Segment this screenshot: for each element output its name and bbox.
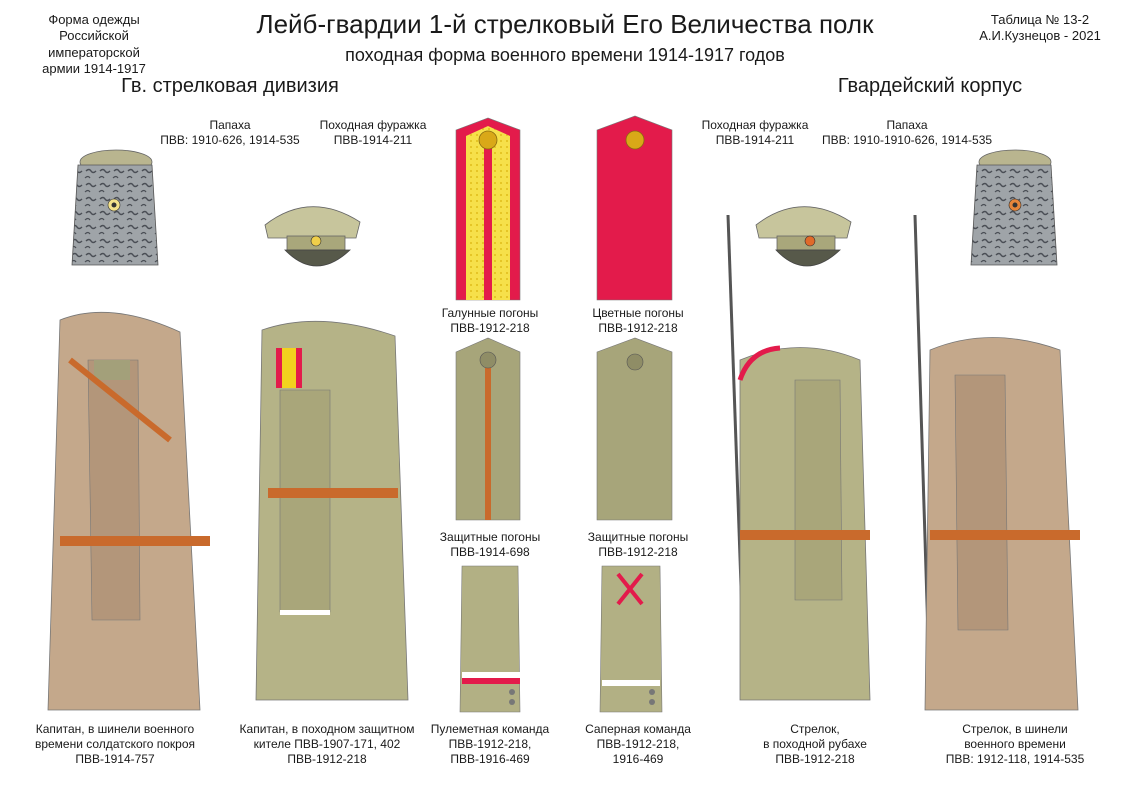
strap-galloon — [455, 117, 521, 301]
label-strap-galloon: Галунные погоны ПВВ-1912-218 — [441, 306, 539, 335]
label-cap-right: Походная фуражка ПВВ-1914-211 — [701, 118, 809, 147]
papakha-right — [970, 149, 1058, 266]
cap-right — [755, 206, 852, 267]
label-strap-colored: Цветные погоны ПВВ-1912-218 — [592, 306, 684, 335]
label-strap-field-1: Защитные погоны ПВВ-1914-698 — [439, 530, 541, 559]
figure-captain-coat — [47, 311, 210, 711]
caption-rifleman-coat: Стрелок, в шинели военного времени ПВВ: … — [945, 722, 1085, 766]
figure-rifleman-coat — [913, 214, 1080, 711]
strap-field-1 — [455, 337, 521, 521]
header-left-caption: Форма одежды Российской императорской ар… — [42, 12, 146, 76]
cap-left — [264, 206, 361, 267]
figure-rifleman-shirt — [726, 214, 871, 701]
label-papakha-left: Папаха ПВВ: 1910-626, 1914-535 — [160, 118, 300, 147]
label-strap-field-2: Защитные погоны ПВВ-1912-218 — [587, 530, 689, 559]
sleeve-mg-team — [459, 565, 521, 713]
strap-field-2 — [596, 337, 673, 521]
figure-captain-tunic — [255, 320, 409, 701]
page-title: Лейб-гвардии 1-й стрелковый Его Величест… — [256, 9, 874, 39]
caption-mg-team: Пулеметная команда ПВВ-1912-218, ПВВ-191… — [430, 722, 550, 766]
label-cap-left: Походная фуражка ПВВ-1914-211 — [319, 118, 427, 147]
section-left-title: Гв. стрелковая дивизия — [121, 75, 339, 97]
caption-captain-tunic: Капитан, в походном защитном кителе ПВВ-… — [239, 722, 415, 766]
caption-sapper-team: Саперная команда ПВВ-1912-218, 1916-469 — [585, 722, 691, 766]
strap-colored — [596, 115, 673, 301]
header-right-caption: Таблица № 13-2 А.И.Кузнецов - 2021 — [979, 12, 1101, 44]
label-papakha-right: Папаха ПВВ: 1910-1910-626, 1914-535 — [821, 118, 993, 147]
sleeve-sapper-team — [599, 565, 663, 713]
caption-captain-coat: Капитан, в шинели военного времени солда… — [34, 722, 196, 766]
papakha-left — [71, 149, 159, 266]
page-subtitle: походная форма военного времени 1914-191… — [345, 45, 785, 65]
caption-rifleman-shirt: Стрелок, в походной рубахе ПВВ-1912-218 — [763, 722, 867, 766]
section-right-title: Гвардейский корпус — [837, 75, 1023, 97]
